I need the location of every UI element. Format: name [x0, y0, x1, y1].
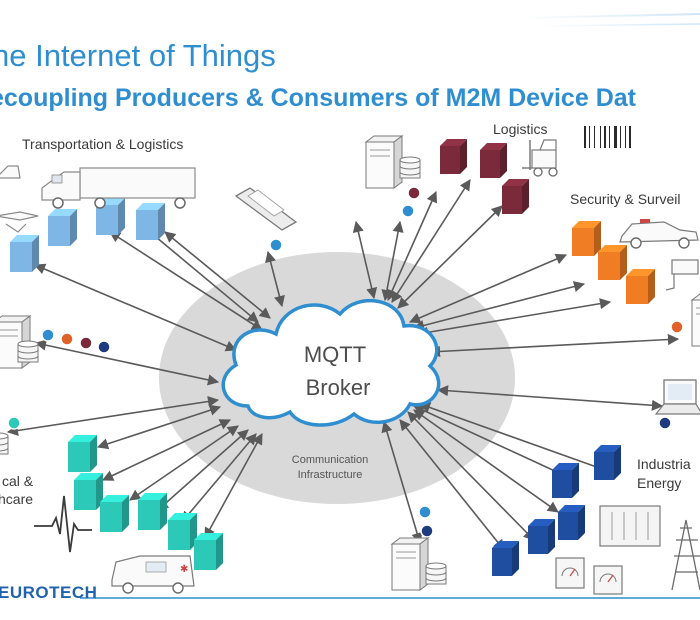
status-dots [7, 186, 684, 538]
device-cube [74, 473, 103, 510]
status-dot [97, 340, 111, 354]
device-cube [528, 519, 555, 554]
connection-arrow [416, 298, 612, 338]
forklift-icon [522, 139, 558, 177]
power-tower-icon [671, 519, 700, 591]
truck-icon [41, 167, 196, 209]
server-icon [390, 537, 430, 591]
handheld-device-icon [234, 187, 298, 231]
status-dot [41, 328, 55, 342]
meter-icons [555, 557, 623, 595]
database-icon [425, 562, 447, 585]
label-logistics: Logistics [493, 121, 548, 137]
label-transportation: Transportation & Logistics [22, 136, 184, 152]
device-cube [48, 209, 77, 246]
database-icon [0, 432, 9, 455]
status-dot [60, 332, 74, 346]
broker-line1: MQTT [304, 342, 366, 367]
device-cube [68, 435, 97, 472]
svg-text:✱: ✱ [180, 564, 188, 575]
connection-arrows [6, 179, 680, 551]
device-cube [96, 198, 125, 235]
label-security: Security & Surveil [570, 191, 681, 207]
device-cube [572, 221, 601, 256]
status-dot [407, 186, 421, 200]
connection-arrow [265, 250, 285, 308]
industrial-controller-icon [599, 505, 661, 547]
plane-icon [0, 211, 39, 233]
eurotech-logo: EUROTECH [0, 583, 98, 602]
server-icon [690, 293, 700, 347]
connection-arrow [352, 220, 378, 300]
label-industrial-line2: Energy [637, 475, 682, 491]
mqtt-broker-cloud [221, 298, 441, 427]
device-cube [100, 495, 129, 532]
device-cube [558, 505, 585, 540]
device-cube [194, 533, 223, 570]
status-dot [658, 416, 672, 430]
device-cube [594, 445, 621, 480]
device-cube [10, 235, 39, 272]
label-medical-line2: hcare [0, 491, 34, 507]
device-cube [502, 179, 529, 214]
status-dot [7, 416, 21, 430]
status-dot [420, 524, 434, 538]
label-medical-line1: cal & [2, 473, 34, 489]
infrastructure-line1: Communication [292, 454, 368, 466]
ambulance-icon: ✱ [111, 555, 195, 594]
laptop-icon [654, 379, 700, 415]
device-cube [626, 269, 655, 304]
database-icon [17, 340, 39, 363]
car-left-icon [0, 165, 21, 179]
device-cube [480, 143, 507, 178]
connection-arrow [436, 385, 664, 411]
status-dot [269, 238, 283, 252]
infrastructure-line2: Infrastructure [298, 469, 363, 481]
device-cube [168, 513, 197, 550]
connection-arrow [34, 339, 220, 386]
barcode-icon [584, 126, 631, 148]
status-dot [670, 320, 684, 334]
device-cube [138, 493, 167, 530]
connection-arrow [381, 420, 423, 545]
status-dot [418, 505, 432, 519]
device-cube [598, 245, 627, 280]
device-cube [136, 203, 165, 240]
camera-icon [665, 259, 699, 291]
title-line-2: ecoupling Producers & Consumers of M2M D… [0, 84, 636, 112]
label-industrial-line1: Industria [637, 456, 691, 472]
server-icon [364, 135, 404, 189]
connection-arrow [33, 263, 238, 352]
database-icon [399, 156, 421, 179]
decorative-lines [519, 13, 700, 35]
device-cube [440, 139, 467, 174]
connection-arrow [428, 333, 680, 358]
status-dot [401, 204, 415, 218]
cloud-shape [221, 298, 441, 427]
ecg-icon [34, 495, 92, 553]
status-dot [79, 336, 93, 350]
device-cubes [10, 139, 655, 576]
connection-arrow [204, 433, 263, 539]
title-line-1: he Internet of Things [0, 38, 276, 73]
device-cube [492, 541, 519, 576]
police-car-icon [619, 219, 699, 249]
servers [0, 135, 700, 591]
broker-line2: Broker [306, 375, 371, 400]
device-cube [552, 463, 579, 498]
